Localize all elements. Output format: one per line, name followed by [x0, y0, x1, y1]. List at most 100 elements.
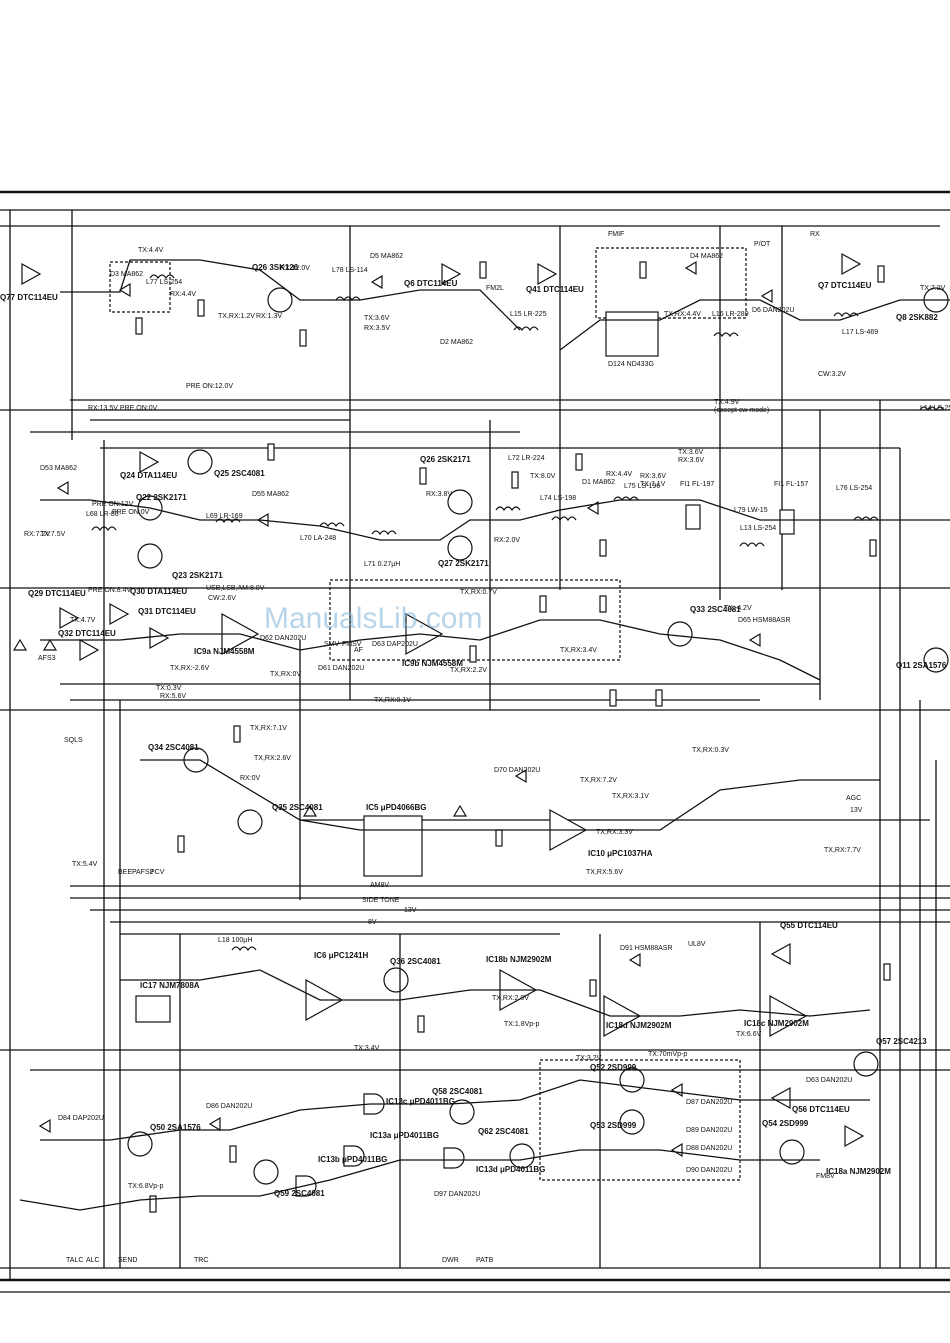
transistor-label-30: Q62 2SC4081: [478, 1127, 529, 1136]
signal-label-58: TX:6.6V: [736, 1031, 762, 1038]
transistor-label-16: Q33 2SC4081: [690, 605, 741, 614]
signal-label-9: (except cw mode): [714, 407, 769, 414]
coil-label-3: L16 LR-289: [712, 311, 749, 318]
crystal-filters: [685, 504, 795, 535]
coil-label-11: L75 LS-196: [624, 483, 660, 490]
signal-label-27: USB,LSB,AM:8.0V: [206, 585, 265, 592]
transistor-label-20: Q36 2SC4081: [390, 957, 441, 966]
diode-label-6: D53 MA862: [40, 465, 77, 472]
logic-gates: [295, 1093, 465, 1197]
signal-label-23: RX:2.0V: [494, 537, 520, 544]
signal-label-16: TX:8.0V: [530, 473, 556, 480]
signal-label-2: RX:4.4V: [170, 291, 196, 298]
signal-label-32: TX:0.3V: [156, 685, 182, 692]
diode-label-11: D63 DAP202U: [372, 641, 418, 648]
diode-label-9: D62 DAN202U: [260, 635, 306, 642]
signal-label-65: AFS3: [38, 655, 56, 662]
signal-label-19: TX:7.1V: [640, 481, 666, 488]
signal-label-5: TX:3.6V: [364, 315, 390, 322]
signal-label-40: TX:-4.2V: [724, 605, 752, 612]
signal-label-39: TX,RX:2.2V: [450, 667, 487, 674]
signal-label-29: TX:4.7V: [70, 617, 96, 624]
net-label-4: SMV: [324, 641, 340, 648]
diode-label-19: D89 DAN202U: [686, 1127, 732, 1134]
signal-label-38: TX,RX:3.4V: [560, 647, 597, 654]
signal-label-26: PRE ON:8.4V: [88, 587, 132, 594]
signal-label-0: TX:4.4V: [138, 247, 164, 254]
transistor-label-11: Q27 2SK2171: [438, 559, 489, 568]
coil-label-13: L76 LS-254: [836, 485, 872, 492]
transistor-circles: [127, 287, 949, 1185]
net-label-8: TALC: [66, 1257, 83, 1264]
buffer-symbols: [21, 252, 865, 1148]
filter-label-1: FI1 FL-157: [774, 481, 808, 488]
signal-label-62: TX:5.4V: [72, 861, 98, 868]
signal-label-31: TX,RX:-2.6V: [170, 665, 210, 672]
transistor-label-19: Q35 2SC4081: [272, 803, 323, 812]
branch-wires: [19, 259, 950, 1211]
transistor-label-6: Q7 DTC114EU: [818, 281, 872, 290]
ic-label-10: IC13a μPD4011BG: [370, 1131, 439, 1140]
ic-label-1: IC9b NJM4558M: [402, 659, 463, 668]
transistor-label-4: Q6 DTC114EU: [404, 279, 458, 288]
signal-label-52: 13V: [404, 907, 417, 914]
signal-label-30: TX,RX:0V: [270, 671, 301, 678]
signal-label-64: AFS2: [136, 869, 154, 876]
diode-label-18: D87 DAN202U: [686, 1099, 732, 1106]
signal-label-13: RX:13.5V PRE ON:0V: [88, 405, 158, 412]
signal-label-41: RX:0V: [240, 775, 261, 782]
signal-label-7: TX,RX:4.4V: [664, 311, 701, 318]
transistor-label-7: Q8 2SK882: [896, 313, 938, 322]
coil-label-6: L69 LR-169: [206, 513, 243, 520]
signal-label-51: SIDE TONE: [362, 897, 400, 904]
diode-label-8: D1 MA862: [582, 479, 615, 486]
coil-label-4: L17 LS-469: [842, 329, 878, 336]
coil-label-12: L13 LS-254: [740, 525, 776, 532]
diode-label-0: D3 MA862: [110, 271, 143, 278]
signal-label-35: TX,RX:7.1V: [250, 725, 287, 732]
coil-label-2: L15 LR-225: [510, 311, 547, 318]
net-label-2: P/OT: [754, 241, 771, 248]
signal-label-21: PRE ON:0V: [112, 509, 150, 516]
transistor-label-25: Q53 2SD999: [590, 1121, 637, 1130]
diode-label-22: D97 DAN202U: [434, 1191, 480, 1198]
coil-label-14: L14 LS-254: [920, 405, 950, 412]
transistor-label-23: Q56 DTC114EU: [792, 1105, 850, 1114]
net-label-5: FMSV: [342, 641, 362, 648]
coil-label-0: L77 LS-254: [146, 279, 182, 286]
net-label-7: PCV: [150, 869, 165, 876]
signal-label-34: TX,RX:0.1V: [374, 697, 411, 704]
frame-lines: [0, 190, 950, 1293]
signal-label-33: RX:5.6V: [160, 693, 186, 700]
net-label-13: PATB: [476, 1257, 494, 1264]
ic-label-6: IC18b NJM2902M: [486, 955, 552, 964]
transistor-label-28: Q59 2SC4081: [274, 1189, 325, 1198]
coil-label-7: L70 LA-248: [300, 535, 336, 542]
signal-label-37: TX,RX:2.6V: [254, 755, 291, 762]
ic-label-8: IC18c NJM2902M: [744, 1019, 809, 1028]
ic-label-11: IC13b μPD4011BG: [318, 1155, 387, 1164]
signal-label-4: RX:1.3V: [256, 313, 282, 320]
diode-label-3: D4 MA862: [690, 253, 723, 260]
transistor-label-0: Q77 DTC114EU: [0, 293, 58, 302]
signal-label-46: TX,RX:0.3V: [692, 747, 729, 754]
transistor-label-3: Q26 3SK126: [252, 263, 299, 272]
signal-label-48: 13V: [850, 807, 863, 814]
diode-label-1: D5 MA862: [370, 253, 403, 260]
signal-label-60: TX:1.8Vp-p: [504, 1021, 540, 1028]
coil-label-15: L18 100μH: [218, 937, 252, 944]
transistor-label-24: Q52 2SD999: [590, 1063, 637, 1072]
signal-label-28: CW:2.6V: [208, 595, 236, 602]
signal-label-1: RX:12.0V: [280, 265, 310, 272]
signal-label-18: RX:3.6V: [640, 473, 666, 480]
net-label-11: TRC: [194, 1257, 208, 1264]
transistor-label-1: Q24 DTA114EU: [120, 471, 177, 480]
transistor-label-17: Q11 2SA1576: [896, 661, 947, 670]
signal-label-15: RX:3.6V: [678, 457, 704, 464]
transistor-label-12: Q29 DTC114EU: [28, 589, 86, 598]
